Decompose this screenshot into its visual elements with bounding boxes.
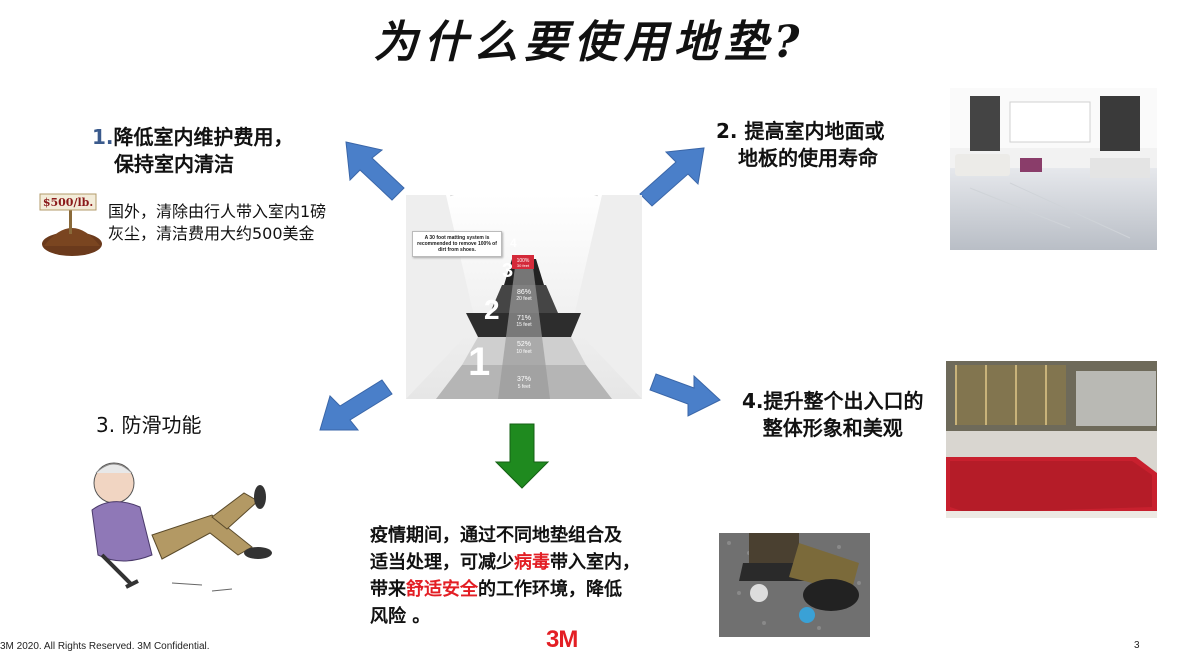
point-3-heading: 3. 防滑功能 — [96, 413, 202, 437]
pandemic-line-3a: 带来 — [370, 579, 406, 600]
stage-pct-20ft: 86% — [517, 289, 531, 296]
point-2-line2: 地板的使用寿命 — [738, 146, 878, 170]
stage-num-4: 4 — [510, 236, 517, 250]
slide-title: 为什么要使用地垫? — [373, 17, 806, 68]
3m-logo: 3M — [546, 626, 578, 653]
stage-ft-5ft: 5 feet — [518, 384, 531, 390]
pandemic-line-2a: 适当处理，可减少 — [370, 552, 514, 573]
stage-ft-10ft: 10 feet — [516, 349, 532, 355]
matting-callout: A 30 foot matting system is recommended … — [412, 231, 502, 257]
pandemic-line-1: 疫情期间，通过不同地垫组合及 — [370, 525, 622, 546]
pandemic-line-4: 风险 。 — [370, 606, 431, 627]
point-1-line1: 降低室内维护费用， — [113, 125, 294, 149]
pandemic-line-3b: 舒适安全 — [406, 579, 478, 600]
point-2-line1: 2. 提高室内地面或 — [716, 119, 885, 143]
point-1-heading: 1.降低室内维护费用， 保持室内清洁 — [92, 124, 294, 178]
stage-num-2: 2 — [484, 294, 500, 325]
pandemic-line-3c: 的工作环境，降低 — [478, 579, 622, 600]
stage-num-3: 3 — [502, 260, 513, 282]
arrow-upper-right — [639, 147, 705, 207]
point-1-detail: 国外，清除由行人带入室内1磅 灰尘，清洁费用大约500美金 — [108, 201, 326, 245]
arrow-lower-right — [649, 373, 721, 417]
stage-ft-15ft: 15 feet — [516, 322, 532, 328]
shoe-on-mat-photo — [719, 533, 870, 637]
arrow-lower-left — [319, 379, 393, 431]
stage-ft-20ft: 20 feet — [516, 296, 532, 302]
point-2-heading: 2. 提高室内地面或 地板的使用寿命 — [716, 118, 884, 172]
point-1-detail-line2: 灰尘，清洁费用大约500美金 — [108, 224, 315, 243]
slipping-man-illustration — [91, 462, 272, 592]
page-number: 3 — [1134, 640, 1140, 651]
stage-pct-15ft: 71% — [517, 315, 531, 322]
stage-pct-30ft: 100% — [517, 258, 530, 264]
point-1-detail-line1: 国外，清除由行人带入室内1磅 — [108, 202, 327, 221]
stage-ft-30ft: 30 feet — [517, 263, 530, 268]
pandemic-line-2c: 带入室内， — [550, 552, 640, 573]
dirt-pile-icon: $500/lb. — [39, 193, 102, 256]
point-4-heading: 4.提升整个出入口的 整体形象和美观 — [742, 388, 924, 442]
point-1-line2: 保持室内清洁 — [114, 152, 234, 176]
point-1-number: 1. — [92, 125, 114, 149]
point-4-line2: 整体形象和美观 — [762, 416, 903, 440]
pandemic-paragraph: 疫情期间，通过不同地垫组合及 适当处理，可减少病毒带入室内， 带来舒适安全的工作… — [370, 522, 640, 630]
arrow-down-green — [494, 423, 550, 489]
entrance-mat-photo — [946, 361, 1157, 518]
stage-pct-5ft: 37% — [517, 376, 531, 383]
interior-floor-photo — [950, 88, 1157, 250]
matting-system-graphic: 1 2 3 4 37% 5 feet 52% 10 feet 71% 15 fe… — [406, 195, 642, 399]
price-tag-text: $500/lb. — [43, 196, 93, 209]
footer-copyright: 3M 2020. All Rights Reserved. 3M Confide… — [0, 641, 210, 652]
arrow-upper-left — [345, 141, 405, 201]
point-4-line1: 4.提升整个出入口的 — [742, 389, 924, 413]
stage-pct-10ft: 52% — [517, 341, 531, 348]
stage-num-1: 1 — [468, 340, 490, 384]
pandemic-line-2b: 病毒 — [514, 552, 550, 573]
